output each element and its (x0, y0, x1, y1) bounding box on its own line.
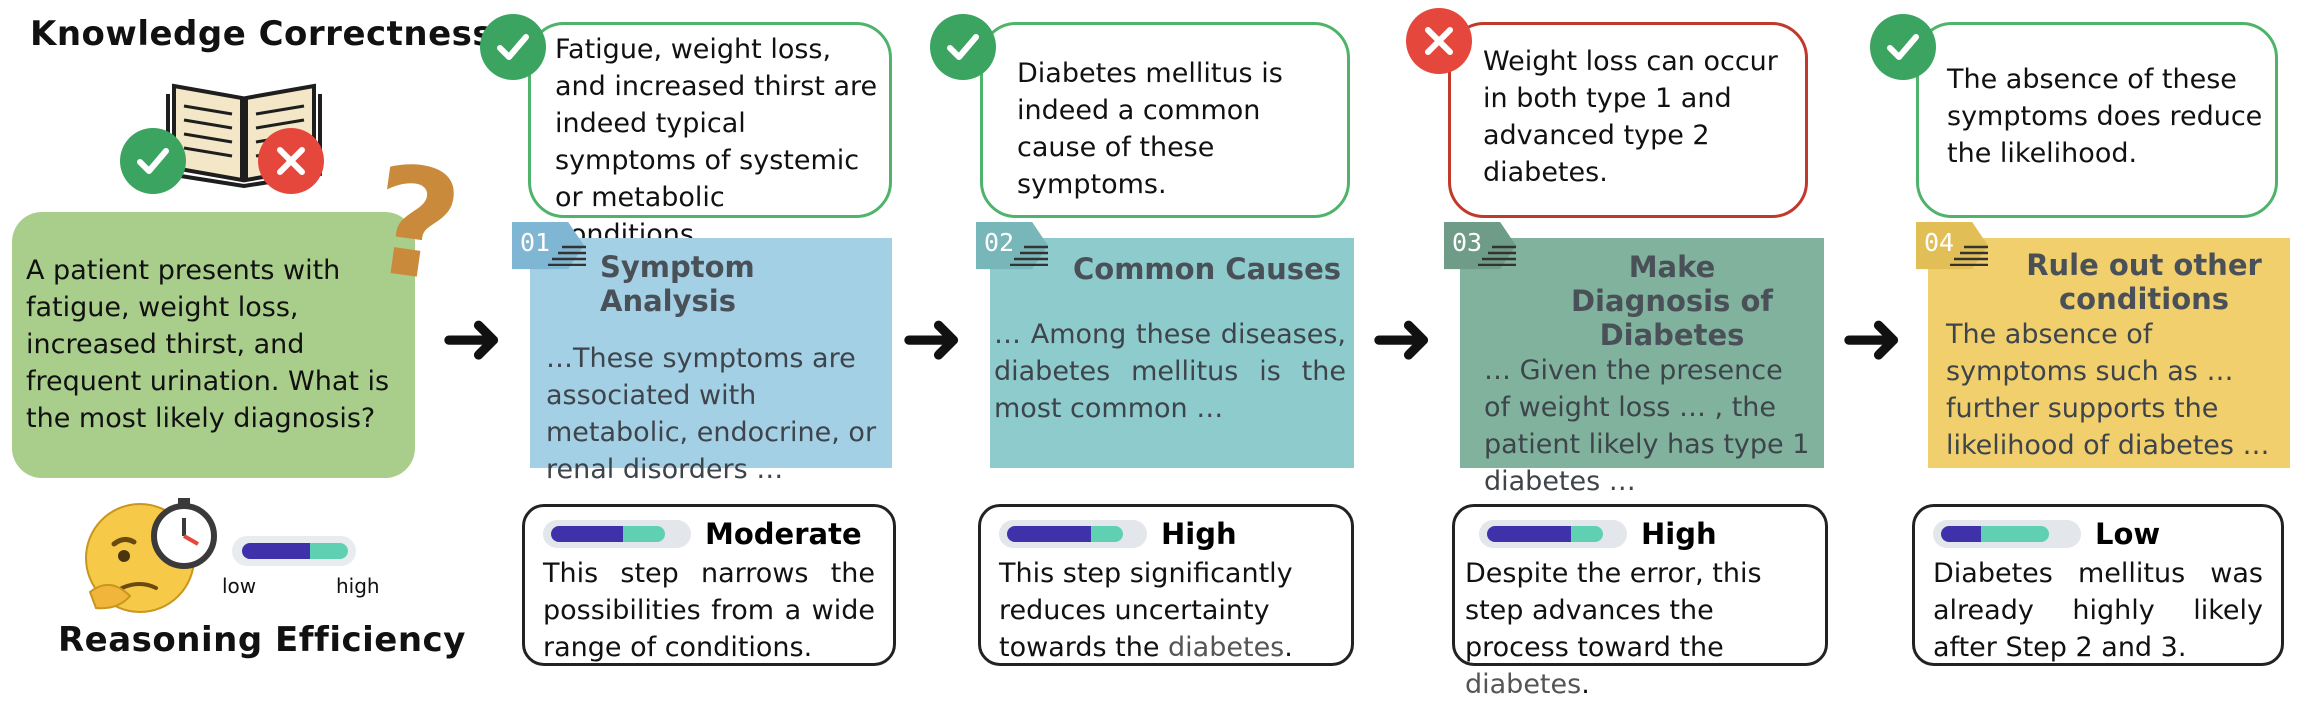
efficiency-note: This step narrows the possibilities from… (543, 558, 875, 663)
lines-icon (548, 245, 586, 266)
highlight-term: diabetes (1168, 632, 1285, 663)
step-card-3: Make Diagnosis of Diabetes … Given the p… (1460, 238, 1824, 497)
efficiency-note: This step significantly reduces uncertai… (999, 558, 1293, 663)
step-body: … Given the presence of weight loss … , … (1484, 355, 1810, 497)
scale-high-label: high (336, 574, 380, 598)
arrow-right-icon: ➜ (1370, 293, 1434, 382)
check-icon (1870, 14, 1936, 80)
efficiency-level-label: High (1641, 517, 1717, 551)
efficiency-box-step-4: Low Diabetes mellitus was already highly… (1912, 504, 2284, 666)
thinking-face-icon (85, 498, 217, 613)
check-icon (930, 14, 996, 80)
step-title: Rule out other conditions (2026, 248, 2262, 316)
efficiency-box-step-1: Moderate This step narrows the possibili… (522, 504, 896, 666)
arrow-right-icon: ➜ (440, 293, 504, 382)
check-icon (120, 128, 186, 194)
step-number: 01 (520, 228, 551, 257)
reasoning-efficiency-title: Reasoning Efficiency (58, 620, 466, 660)
feedback-bubble-step-4: The absence of these symptoms does reduc… (1916, 22, 2278, 218)
efficiency-scale-high-fill (310, 543, 348, 559)
efficiency-scale-low-fill (242, 543, 310, 559)
efficiency-note: Diabetes mellitus was already highly lik… (1933, 558, 2263, 663)
efficiency-level-label: High (1161, 517, 1237, 551)
step-number: 02 (984, 228, 1015, 257)
step-number: 03 (1452, 228, 1483, 257)
efficiency-bar (999, 520, 1147, 548)
step-title: Symptom Analysis (600, 250, 755, 318)
step-number-tag (1916, 222, 1988, 270)
step-card-1: Symptom Analysis …These symptoms are ass… (530, 238, 892, 485)
efficiency-box-step-3: High Despite the error, this step advanc… (1452, 504, 1828, 700)
step-card-4: Rule out other conditions The absence of… (1928, 238, 2290, 468)
step-title: Common Causes (1073, 252, 1341, 286)
arrow-right-icon: ➜ (1840, 293, 1904, 382)
step-title: Make Diagnosis of Diabetes (1570, 250, 1773, 352)
step-number-tag (976, 222, 1048, 270)
step-number-tag (512, 222, 584, 270)
step-body: … Among these diseases, diabetes mellitu… (994, 319, 1346, 424)
scale-low-label: low (222, 574, 257, 598)
check-icon (480, 14, 546, 80)
step-card-2: Common Causes … Among these diseases, di… (990, 238, 1354, 468)
cross-icon (1406, 8, 1472, 74)
highlight-term: diabetes (1465, 669, 1582, 700)
feedback-bubble-step-3: Weight loss can occur in both type 1 and… (1448, 22, 1808, 218)
step-number-tag (1444, 222, 1516, 270)
knowledge-correctness-title: Knowledge Correctness (30, 14, 494, 54)
feedback-bubble-step-1: Fatigue, weight loss, and increased thir… (528, 22, 892, 250)
efficiency-bar (1479, 520, 1627, 548)
lines-icon (1010, 245, 1048, 266)
efficiency-bar (543, 520, 691, 548)
cross-icon (258, 128, 324, 194)
efficiency-level-label: Moderate (705, 517, 862, 551)
step-number: 04 (1924, 228, 1955, 257)
efficiency-note: Despite the error, this step advances th… (1465, 558, 1762, 700)
step-body: The absence of symptoms such as … furthe… (1946, 319, 2270, 461)
question-mark-icon: ? (360, 132, 471, 318)
efficiency-box-step-2: High This step significantly reduces unc… (978, 504, 1354, 666)
step-body: …These symptoms are associated with meta… (546, 343, 877, 485)
lines-icon (1950, 245, 1988, 266)
efficiency-bar (1933, 520, 2081, 548)
arrow-right-icon: ➜ (900, 293, 964, 382)
lines-icon (1478, 245, 1516, 266)
feedback-bubble-step-2: Diabetes mellitus is indeed a common cau… (980, 22, 1350, 218)
efficiency-level-label: Low (2095, 517, 2161, 551)
question-bubble: A patient presents with fatigue, weight … (12, 212, 415, 478)
